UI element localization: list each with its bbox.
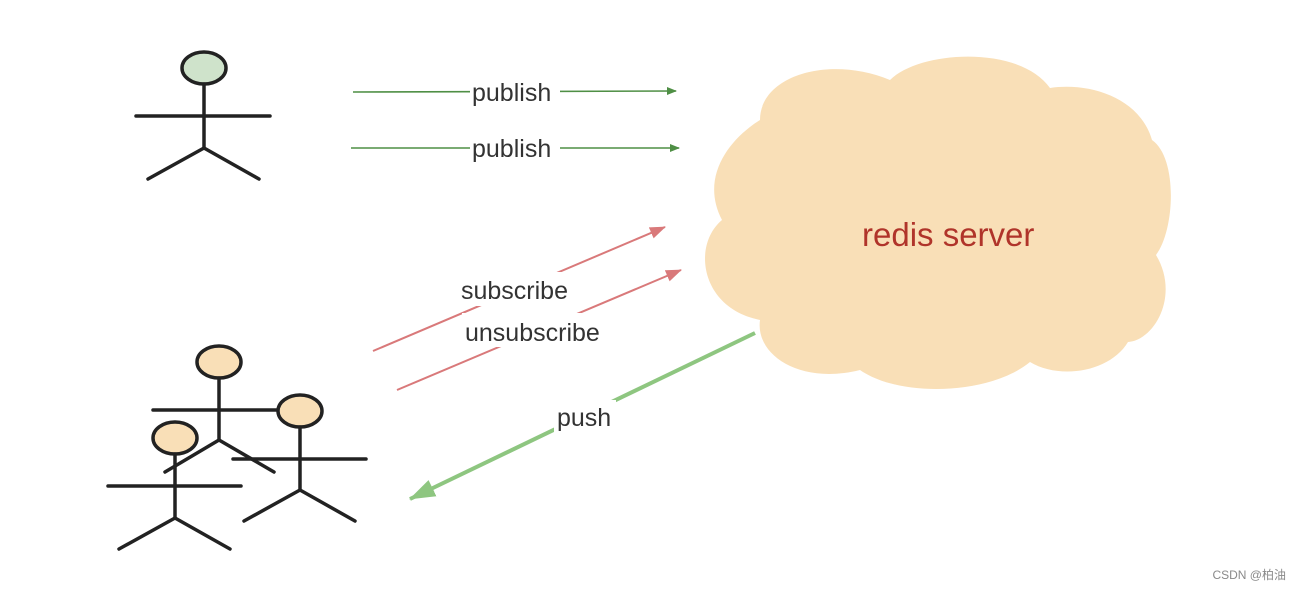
publish-label-2: publish [472, 135, 551, 163]
publish-label-1: publish [472, 79, 551, 107]
subscribe-label: subscribe [461, 277, 568, 305]
subscriber-figure-1 [151, 344, 289, 474]
server-label: redis server [862, 216, 1034, 253]
subscriber-head-2 [276, 393, 324, 429]
publisher-head [180, 50, 228, 86]
subscriber-head-1 [195, 344, 243, 380]
push-arrow: push [409, 331, 756, 501]
redis-server-cloud: redis server [705, 56, 1171, 390]
publish-arrow-1: publish [352, 76, 677, 108]
publisher-figure [134, 50, 272, 181]
unsubscribe-label: unsubscribe [465, 319, 600, 347]
push-label: push [557, 404, 611, 432]
subscriber-figure-2 [231, 393, 368, 523]
subscriber-figure-3 [106, 420, 243, 551]
publish-arrow-2: publish [351, 132, 680, 164]
watermark: CSDN @柏油 [1212, 568, 1286, 582]
subscriber-head-3 [151, 420, 199, 456]
